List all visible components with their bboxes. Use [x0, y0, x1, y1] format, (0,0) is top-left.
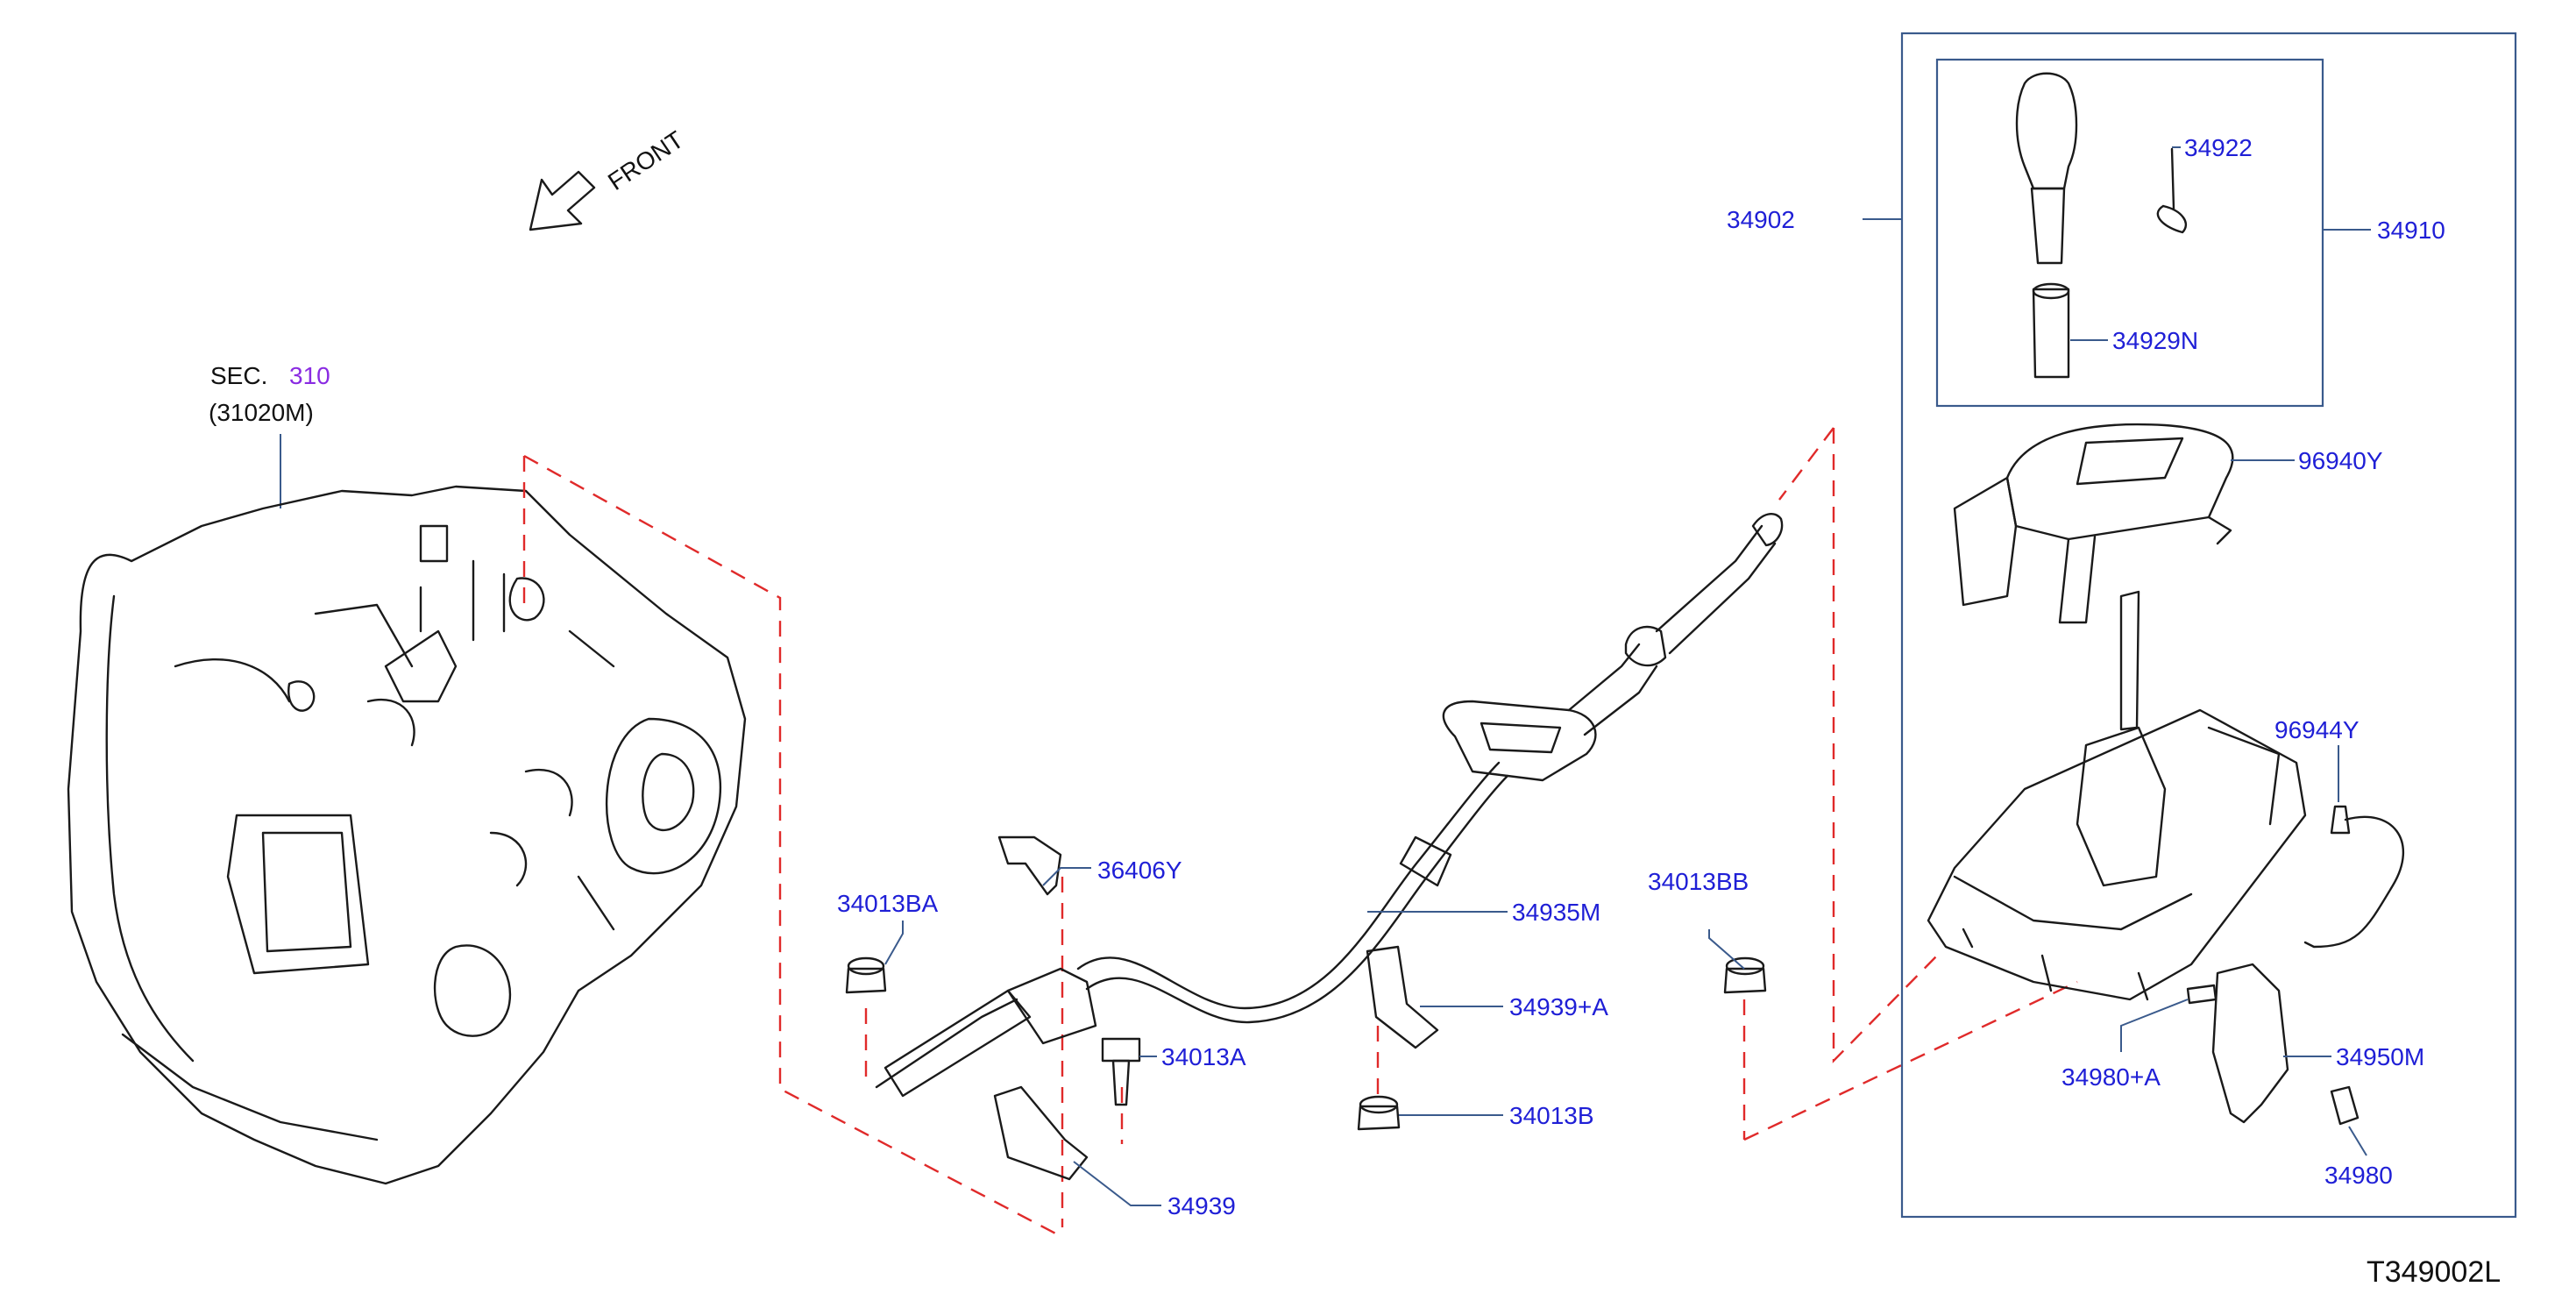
part-label-34935m[interactable]: 34935M	[1512, 899, 1600, 926]
shifter-assembly-box	[1900, 32, 2517, 1219]
alignment-lines	[522, 427, 2078, 1238]
front-label: FRONT	[603, 125, 688, 196]
leader-lines	[884, 146, 2371, 1206]
harness-96944y-drawing	[2303, 805, 2404, 949]
nut-34013ba-drawing	[845, 956, 887, 994]
bracket-34939-drawing	[993, 1085, 1089, 1181]
shift-knob-drawing	[2015, 72, 2188, 379]
bracket-34939a-drawing	[1366, 945, 1439, 1049]
indicator-panel-drawing	[1953, 423, 2234, 624]
front-arrow-icon	[529, 170, 596, 231]
nut-34013b-drawing	[1357, 1095, 1401, 1131]
part-label-34013b[interactable]: 34013B	[1509, 1102, 1594, 1129]
part-label-34980[interactable]: 34980	[2324, 1162, 2393, 1189]
part-label-34929n[interactable]: 34929N	[2112, 327, 2198, 354]
part-label-34939a[interactable]: 34939+A	[1509, 993, 1608, 1020]
clip-36406y-drawing	[997, 835, 1062, 896]
part-label-34980a[interactable]: 34980+A	[2062, 1063, 2161, 1091]
switch-34950m-drawing	[2186, 963, 2360, 1126]
part-label-34922[interactable]: 34922	[2184, 134, 2253, 161]
part-label-34910[interactable]: 34910	[2377, 217, 2445, 244]
part-label-96940y[interactable]: 96940Y	[2298, 447, 2383, 474]
part-label-34013bb[interactable]: 34013BB	[1648, 868, 1749, 895]
shifter-base-drawing	[1927, 590, 2307, 1001]
part-label-34013ba[interactable]: 34013BA	[837, 890, 939, 917]
transmission-drawing	[67, 485, 747, 1185]
nut-34013bb-drawing	[1723, 956, 1767, 994]
part-label-34939[interactable]: 34939	[1167, 1192, 1236, 1219]
part-label-34902[interactable]: 34902	[1727, 206, 1795, 233]
figure-id: T349002L	[2367, 1255, 2501, 1289]
part-label-34013a[interactable]: 34013A	[1161, 1043, 1246, 1070]
bolt-34013a-drawing	[1101, 1037, 1141, 1106]
shift-cable-drawing	[875, 512, 1784, 1098]
part-label-36406y[interactable]: 36406Y	[1097, 857, 1182, 884]
section-reference: (31020M)	[209, 399, 314, 426]
part-label-96944y[interactable]: 96944Y	[2274, 716, 2360, 743]
section-prefix: SEC.	[210, 362, 267, 389]
part-label-34950m[interactable]: 34950M	[2336, 1043, 2424, 1070]
knob-assembly-box	[1935, 58, 2324, 408]
section-link[interactable]: 310	[289, 362, 330, 389]
